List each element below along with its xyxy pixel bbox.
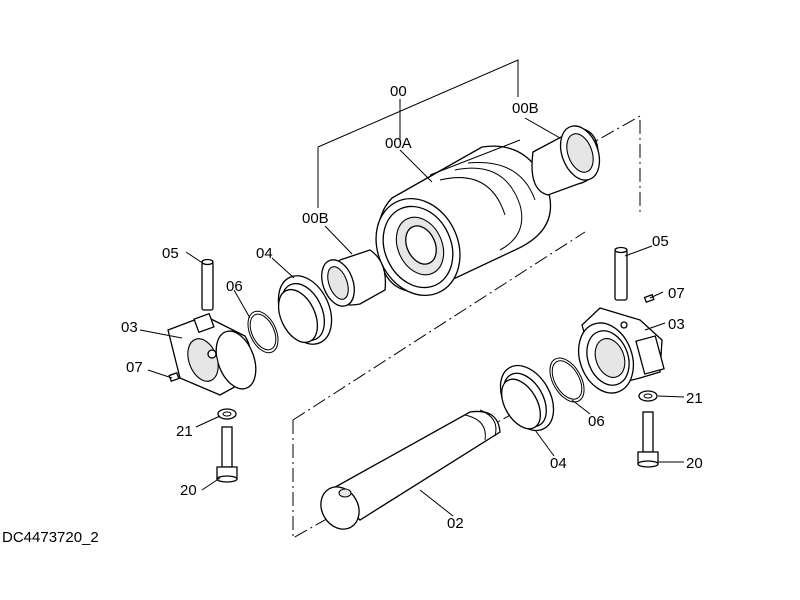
callout-03-left: 03 [121, 319, 138, 336]
callout-00b-right: 00B [512, 100, 539, 117]
callout-21-left: 21 [176, 423, 193, 440]
callout-06-left: 06 [226, 278, 243, 295]
callout-labels: 00 00B 00A 00B 05 04 06 03 07 21 20 05 0… [121, 83, 703, 532]
bushing-right [531, 125, 601, 196]
assembly-bracket [317, 59, 519, 208]
callout-00b-left: 00B [302, 210, 329, 227]
plug-left [168, 371, 180, 383]
roller-body [375, 139, 552, 297]
bushing-left [321, 249, 387, 307]
document-id: DC4473720_2 [2, 529, 99, 546]
callout-05-right: 05 [652, 233, 669, 250]
callout-05-left: 05 [162, 245, 179, 262]
callout-04-left: 04 [256, 245, 273, 262]
shaft [320, 409, 501, 530]
collar-right [577, 307, 665, 394]
callout-06-right: 06 [588, 413, 605, 430]
callout-00: 00 [390, 83, 407, 100]
o-ring-left [247, 310, 279, 354]
callout-20-right: 20 [686, 455, 703, 472]
seal-right [499, 364, 555, 432]
plug-right [643, 293, 655, 304]
callout-07-right: 07 [668, 285, 685, 302]
pin-left [201, 258, 214, 311]
callout-07-left: 07 [126, 359, 143, 376]
collar-left [167, 312, 257, 396]
callout-03-right: 03 [668, 316, 685, 333]
callout-20-left: 20 [180, 482, 197, 499]
bolt-left [216, 426, 238, 483]
leader-lines [139, 117, 685, 517]
washer-right [638, 390, 658, 402]
seal-left [277, 275, 333, 345]
pin-right [614, 246, 628, 301]
callout-02: 02 [447, 515, 464, 532]
callout-00a: 00A [385, 135, 412, 152]
washer-left [217, 408, 237, 420]
callout-21-right: 21 [686, 390, 703, 407]
o-ring-right [549, 357, 585, 403]
bolt-right [637, 411, 659, 468]
callout-04-right: 04 [550, 455, 567, 472]
